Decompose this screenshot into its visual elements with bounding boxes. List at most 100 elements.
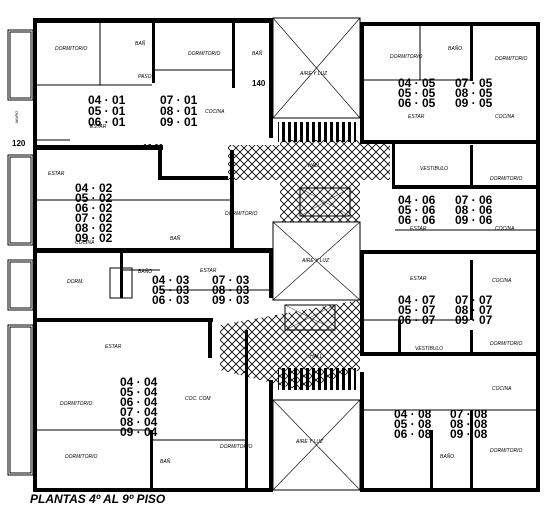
unit-number: 07 · 04 xyxy=(120,405,158,419)
unit-number: 05 · 01 xyxy=(88,104,126,118)
room-label-dormitorio: DORMITORIO xyxy=(490,448,523,454)
dimension-10-60: 10.60 xyxy=(143,143,164,152)
room-label-vestibulo: VESTIBULO xyxy=(420,166,448,172)
plan-title: PLANTAS 4º AL 9º PISO xyxy=(30,492,166,506)
unit-number: 09 · 03 xyxy=(212,293,250,307)
room-label-dormitorio: DORMITORIO xyxy=(55,46,88,52)
unit-number: 08 · 06 xyxy=(455,203,493,217)
unit-number: 04 · 03 xyxy=(152,273,190,287)
unit-number: 08 · 08 xyxy=(450,417,488,431)
unit-number: 04 · 02 xyxy=(75,181,113,195)
room-label-dormitorio: DORMITORIO xyxy=(60,401,93,407)
central-core xyxy=(220,17,390,491)
unit-number: 09 · 02 xyxy=(75,231,113,245)
dimension-140: 140 xyxy=(252,79,266,88)
room-label-cocina: COCINA xyxy=(492,278,512,284)
room-label-bano: BAÑO xyxy=(440,453,454,460)
unit-number: 08 · 05 xyxy=(455,86,493,100)
unit-number: 07 · 01 xyxy=(160,93,198,107)
unit-group-08: 04 · 08 05 · 08 06 · 08 07 · 08 08 · 08 … xyxy=(394,407,488,441)
unit-number: 09 · 05 xyxy=(455,96,493,110)
room-label-estar: ESTAR xyxy=(410,226,427,232)
unit-number: 05 · 04 xyxy=(120,385,158,399)
unit-number: 06 · 06 xyxy=(398,213,436,227)
room-label-coc-com: COC. COM xyxy=(185,396,211,402)
shaft-label-aire-luz: AIRE Y LUZ xyxy=(295,439,324,445)
room-label-cocina: COCINA xyxy=(205,109,225,115)
room-label-cocina: COCINA xyxy=(495,226,515,232)
unit-number: 06 · 01 xyxy=(88,115,126,129)
unit-number: 08 · 03 xyxy=(212,283,250,297)
unit-number: 06 · 03 xyxy=(152,293,190,307)
unit-number: 09 · 07 xyxy=(455,313,493,327)
left-balconies xyxy=(7,29,70,476)
room-label-dormitorio: DORMITORIO xyxy=(65,454,98,460)
room-label-estar: ESTAR xyxy=(200,268,217,274)
unit-number: 07 · 05 xyxy=(455,76,493,90)
left-block-walls xyxy=(33,18,273,492)
interior-partitions xyxy=(37,23,536,441)
unit-number: 07 · 07 xyxy=(455,293,493,307)
unit-number: 09 · 06 xyxy=(455,213,493,227)
dimension-120: 120 xyxy=(12,139,26,148)
room-label-dormitorio: DORMITORIO xyxy=(188,51,221,57)
room-label-dormitorio: DORMITORIO xyxy=(220,444,253,450)
room-label-bano: BAÑ xyxy=(252,50,263,57)
unit-number: 04 · 08 xyxy=(394,407,432,421)
hall-label: HALL xyxy=(310,354,323,360)
unit-number: 05 · 05 xyxy=(398,86,436,100)
room-label-bano: BAÑ xyxy=(170,235,181,242)
unit-group-06: 04 · 06 05 · 06 06 · 06 07 · 06 08 · 06 … xyxy=(398,193,493,227)
room-label-cocina: COCINA xyxy=(75,240,95,246)
room-label-paso: PASO xyxy=(138,74,152,80)
unit-number: 05 · 08 xyxy=(394,417,432,431)
room-label-bano: BAÑ xyxy=(160,458,171,465)
room-label-cocina: COCINA xyxy=(495,114,515,120)
room-label-bano: BAÑO xyxy=(448,45,462,52)
room-label-cocina: COCINA xyxy=(492,386,512,392)
unit-number: 06 · 02 xyxy=(75,201,113,215)
unit-number: 06 · 05 xyxy=(398,96,436,110)
unit-number: 08 · 07 xyxy=(455,303,493,317)
unit-group-04: 04 · 04 05 · 04 06 · 04 07 · 04 08 · 04 … xyxy=(120,375,158,439)
unit-number: 07 · 08 xyxy=(450,407,488,421)
unit-number: 06 · 07 xyxy=(398,313,436,327)
shaft-label-aire-luz: AIRE Y LUZ xyxy=(299,71,328,77)
unit-number: 08 · 01 xyxy=(160,104,198,118)
hall-label: HALL xyxy=(308,163,321,169)
room-label-estar: ESTAR xyxy=(90,124,107,130)
unit-group-07: 04 · 07 05 · 07 06 · 07 07 · 07 08 · 07 … xyxy=(398,293,493,327)
unit-number: 04 · 05 xyxy=(398,76,436,90)
room-label-dormitorio: DORMITORIO xyxy=(495,56,528,62)
room-label-bano: BAÑO xyxy=(138,268,152,275)
room-label-vestibulo: VESTIBULO xyxy=(415,346,443,352)
unit-number: 05 · 06 xyxy=(398,203,436,217)
shaft-label-aire-luz: AIRE Y LUZ xyxy=(301,258,330,264)
unit-number: 08 · 04 xyxy=(120,415,158,429)
room-label-bano: BAÑ xyxy=(135,40,146,47)
unit-number: 05 · 07 xyxy=(398,303,436,317)
unit-number: 04 · 06 xyxy=(398,193,436,207)
unit-group-02: 04 · 02 05 · 02 06 · 02 07 · 02 08 · 02 … xyxy=(75,181,113,245)
unit-number: 05 · 03 xyxy=(152,283,190,297)
unit-number: 07 · 02 xyxy=(75,211,113,225)
unit-number: 04 · 04 xyxy=(120,375,158,389)
right-block-walls xyxy=(360,22,540,492)
room-label-estar: ESTAR xyxy=(410,276,427,282)
unit-number: 09 · 08 xyxy=(450,427,488,441)
unit-group-01: 04 · 01 05 · 01 06 · 01 07 · 01 08 · 01 … xyxy=(88,93,198,129)
unit-group-05: 04 · 05 05 · 05 06 · 05 07 · 05 08 · 05 … xyxy=(398,76,493,110)
unit-number: 07 · 03 xyxy=(212,273,250,287)
room-label-dormitorio: DORMITORIO xyxy=(490,341,523,347)
unit-number: 05 · 02 xyxy=(75,191,113,205)
unit-group-03: 04 · 03 05 · 03 06 · 03 07 · 03 08 · 03 … xyxy=(152,273,250,307)
unit-number: 06 · 04 xyxy=(120,395,158,409)
north-wall-label: MURO xyxy=(14,111,19,123)
room-label-dormitorio: DORMITORIO xyxy=(225,211,258,217)
unit-number: 09 · 04 xyxy=(120,425,158,439)
unit-number: 09 · 01 xyxy=(160,115,198,129)
unit-number: 06 · 08 xyxy=(394,427,432,441)
unit-number: 04 · 01 xyxy=(88,93,126,107)
room-label-estar: ESTAR xyxy=(48,171,65,177)
